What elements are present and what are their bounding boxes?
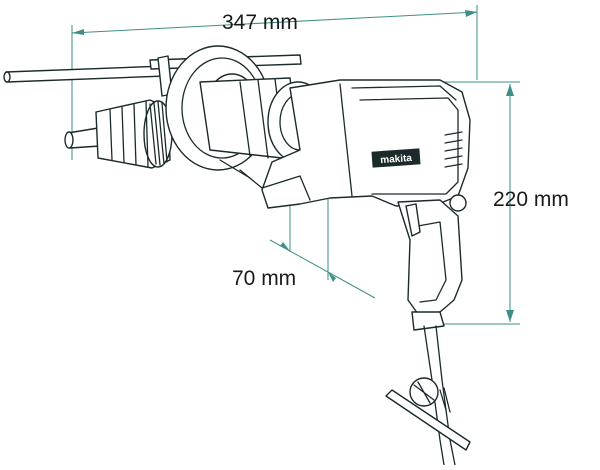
pistol-grip — [397, 199, 463, 331]
chuck — [95, 99, 173, 169]
chuck-tip — [64, 127, 101, 149]
power-cord — [385, 325, 471, 466]
trigger — [405, 203, 421, 237]
offset-dimension-label: 70 mm — [232, 267, 297, 290]
height-dimension-label: 220 mm — [493, 188, 569, 211]
length-dimension-label: 347 mm — [222, 11, 298, 34]
brand-badge — [371, 148, 421, 168]
brand-badge-text: makita — [380, 153, 413, 166]
motor-housing: makita — [219, 79, 471, 212]
